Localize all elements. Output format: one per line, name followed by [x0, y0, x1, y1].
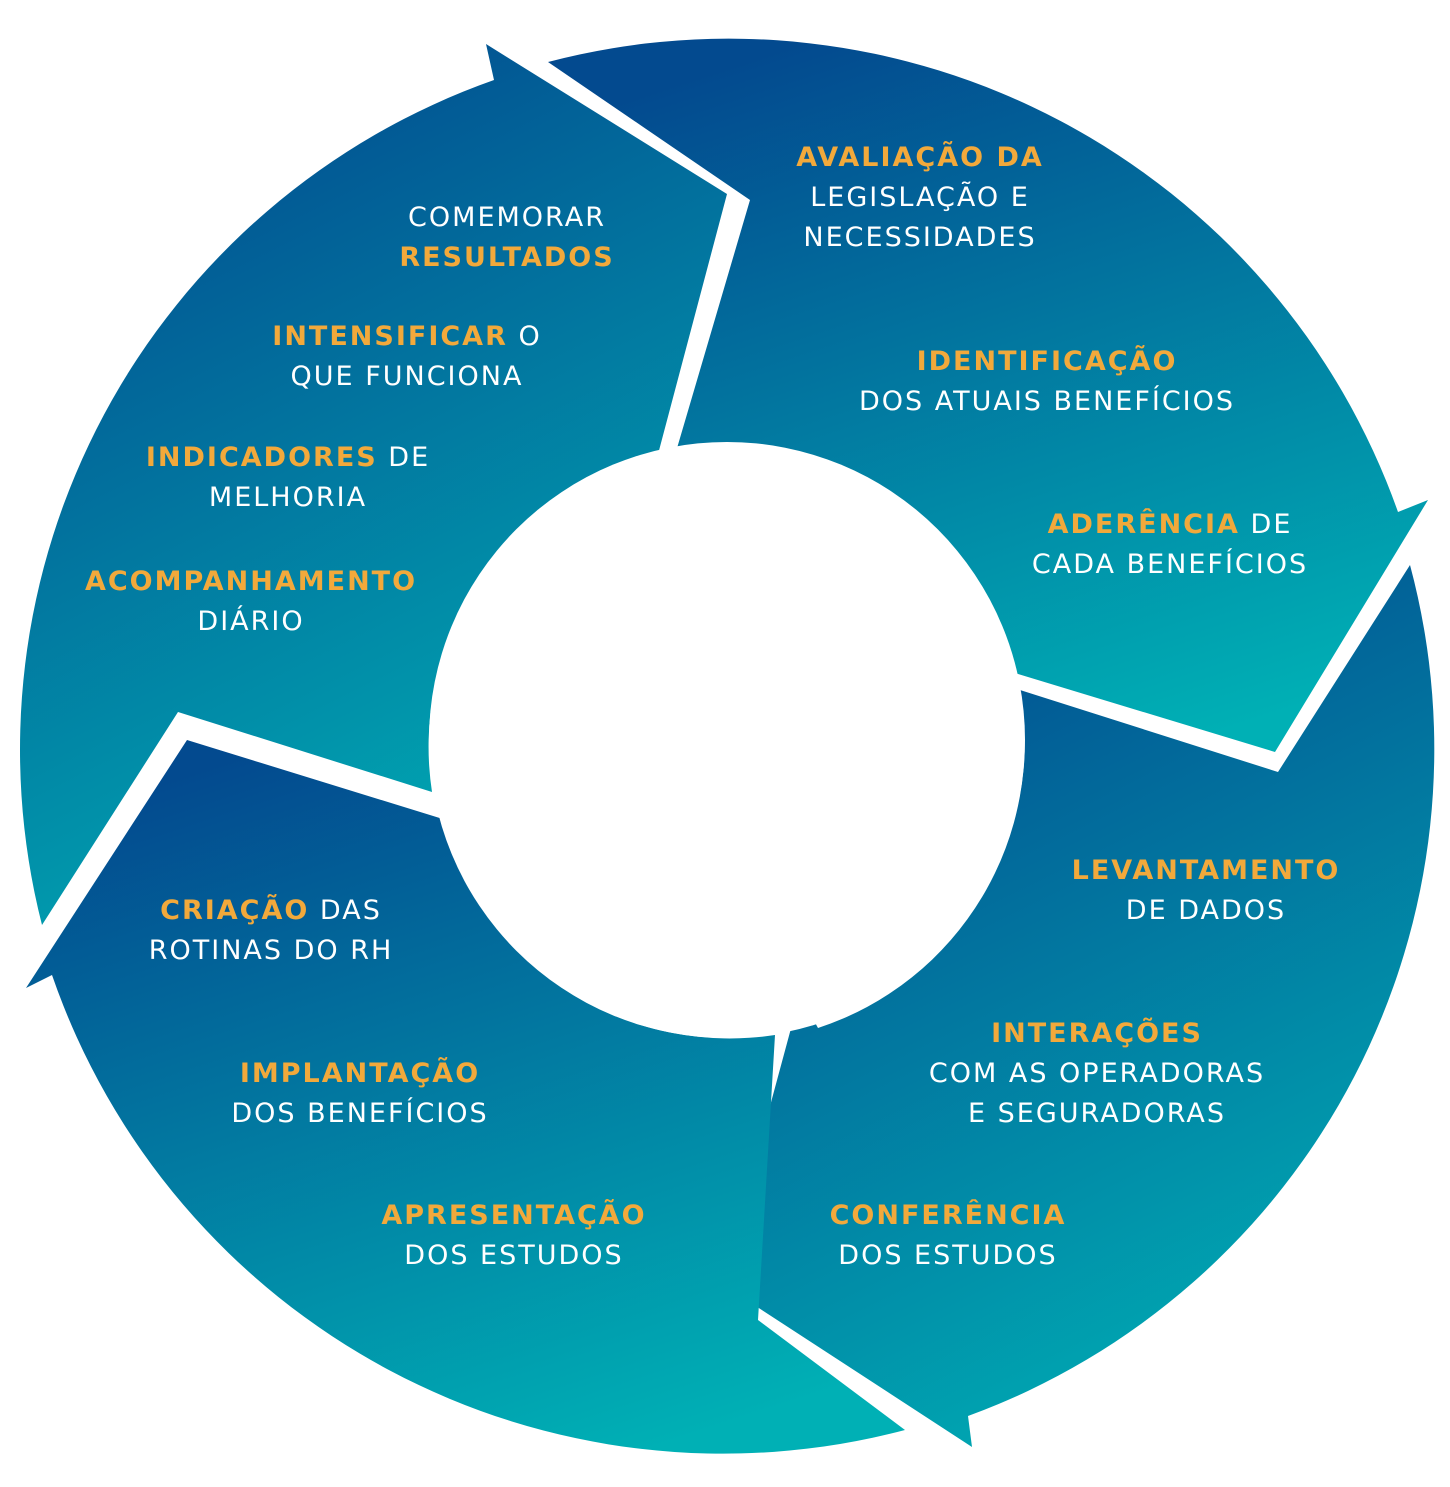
step-text: DOS ATUAIS BENEFÍCIOS [858, 386, 1236, 417]
step-criacao: CRIAÇÃO DAS ROTINAS DO RH [149, 891, 394, 971]
step-keyword: LEVANTAMENTO [1071, 855, 1341, 886]
step-aderencia: ADERÊNCIA DE CADA BENEFÍCIOS [1032, 505, 1308, 585]
step-keyword: ADERÊNCIA [1047, 509, 1240, 540]
step-keyword: IMPLANTAÇÃO [239, 1058, 481, 1089]
step-text: DE [1239, 509, 1293, 540]
step-interacoes: INTERAÇÕES COM AS OPERADORAS E SEGURADOR… [929, 1014, 1265, 1134]
step-text: DOS BENEFÍCIOS [231, 1098, 489, 1129]
step-text: NECESSIDADES [803, 222, 1037, 253]
step-indicadores: INDICADORES DE MELHORIA [146, 438, 430, 518]
step-keyword: CRIAÇÃO [160, 895, 310, 926]
segment-bottom-right-arrow [722, 565, 1435, 1447]
step-keyword: INDICADORES [145, 442, 378, 473]
step-text: E SEGURADORAS [968, 1098, 1226, 1129]
step-text: CADA BENEFÍCIOS [1031, 549, 1309, 580]
step-keyword: AVALIAÇÃO DA [796, 142, 1044, 173]
step-keyword: APRESENTAÇÃO [381, 1200, 647, 1231]
segment-top-right-arrow [548, 38, 1428, 752]
step-text: DIÁRIO [197, 606, 305, 637]
step-acompanhamento: ACOMPANHAMENTO DIÁRIO [85, 562, 417, 642]
step-keyword: IDENTIFICAÇÃO [916, 346, 1178, 377]
step-comemorar: COMEMORAR RESULTADOS [399, 198, 614, 278]
step-text: LEGISLAÇÃO E [810, 182, 1030, 213]
step-keyword: INTERAÇÕES [991, 1018, 1203, 1049]
step-keyword: CONFERÊNCIA [829, 1200, 1067, 1231]
step-text: QUE FUNCIONA [290, 361, 524, 392]
step-levantamento: LEVANTAMENTO DE DADOS [1072, 851, 1341, 931]
step-text: MELHORIA [208, 482, 368, 513]
step-text: ROTINAS DO RH [148, 935, 394, 966]
step-intensificar: INTENSIFICAR O QUE FUNCIONA [272, 317, 541, 397]
cycle-arrows [20, 38, 1435, 1454]
step-text: DE DADOS [1125, 895, 1287, 926]
step-apresentacao: APRESENTAÇÃO DOS ESTUDOS [381, 1196, 646, 1276]
step-avaliacao: AVALIAÇÃO DA LEGISLAÇÃO E NECESSIDADES [796, 138, 1044, 258]
step-text: O [507, 321, 542, 352]
segment-top-left-arrow [20, 44, 728, 925]
step-text: COMEMORAR [408, 202, 606, 233]
step-conferencia: CONFERÊNCIA DOS ESTUDOS [830, 1196, 1067, 1276]
step-text: DOS ESTUDOS [404, 1240, 624, 1271]
step-text: COM AS OPERADORAS [928, 1058, 1266, 1089]
segment-bottom-left-arrow [26, 740, 905, 1454]
step-text: DOS ESTUDOS [838, 1240, 1058, 1271]
step-keyword: ACOMPANHAMENTO [84, 566, 418, 597]
step-text: DE [377, 442, 431, 473]
step-text: DAS [309, 895, 382, 926]
step-keyword: RESULTADOS [399, 242, 615, 273]
step-identificacao: IDENTIFICAÇÃO DOS ATUAIS BENEFÍCIOS [859, 342, 1235, 422]
step-implantacao: IMPLANTAÇÃO DOS BENEFÍCIOS [231, 1054, 488, 1134]
center-hub [429, 442, 1025, 1038]
step-keyword: INTENSIFICAR [272, 321, 508, 352]
